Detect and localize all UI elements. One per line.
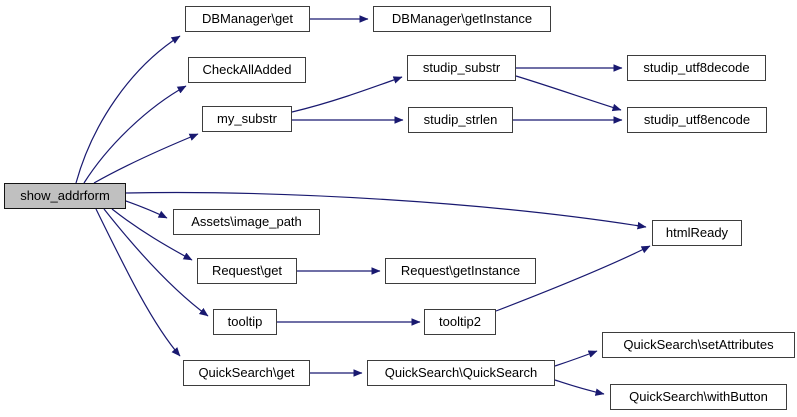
edge-show-addrform-dbmanager-get [75,35,181,184]
node-checkalladded[interactable]: CheckAllAdded [188,57,306,83]
node-request-getinstance[interactable]: Request\getInstance [385,258,536,284]
edge-tooltip2-htmlready [495,245,651,312]
node-studip-utf8decode[interactable]: studip_utf8decode [627,55,766,81]
node-quicksearch-quicksearch[interactable]: QuickSearch\QuickSearch [367,360,555,386]
edge-quicksearch-setattributes [554,350,598,367]
edge-show-addrform-my-substr [93,133,199,184]
node-request-get[interactable]: Request\get [197,258,297,284]
edge-show-addrform-request-get [111,208,193,261]
node-assets-image-path[interactable]: Assets\image_path [173,209,320,235]
node-studip-strlen[interactable]: studip_strlen [408,107,513,133]
node-htmlready[interactable]: htmlReady [652,220,742,246]
node-quicksearch-setattributes[interactable]: QuickSearch\setAttributes [602,332,795,358]
node-quicksearch-get[interactable]: QuickSearch\get [183,360,310,386]
node-show-addrform: show_addrform [4,183,126,209]
edge-quicksearch-withbutton [554,379,605,396]
edge-show-addrform-quicksearch-get [95,208,181,357]
edge-show-addrform-tooltip [103,208,209,317]
node-tooltip2[interactable]: tooltip2 [424,309,496,335]
edge-my-substr-studip-substr [291,76,403,113]
node-studip-utf8encode[interactable]: studip_utf8encode [627,107,767,133]
node-my-substr[interactable]: my_substr [202,106,292,132]
edge-show-addrform-htmlready [125,191,647,230]
node-dbmanager-get[interactable]: DBManager\get [185,6,310,32]
node-dbmanager-getinstance[interactable]: DBManager\getInstance [373,6,551,32]
edge-show-addrform-assets-image-path [125,200,168,219]
node-tooltip[interactable]: tooltip [213,309,277,335]
edge-show-addrform-checkalladded [83,85,187,184]
node-quicksearch-withbutton[interactable]: QuickSearch\withButton [610,384,787,410]
edge-studip-substr-utf8encode [515,75,622,112]
node-studip-substr[interactable]: studip_substr [407,55,516,81]
